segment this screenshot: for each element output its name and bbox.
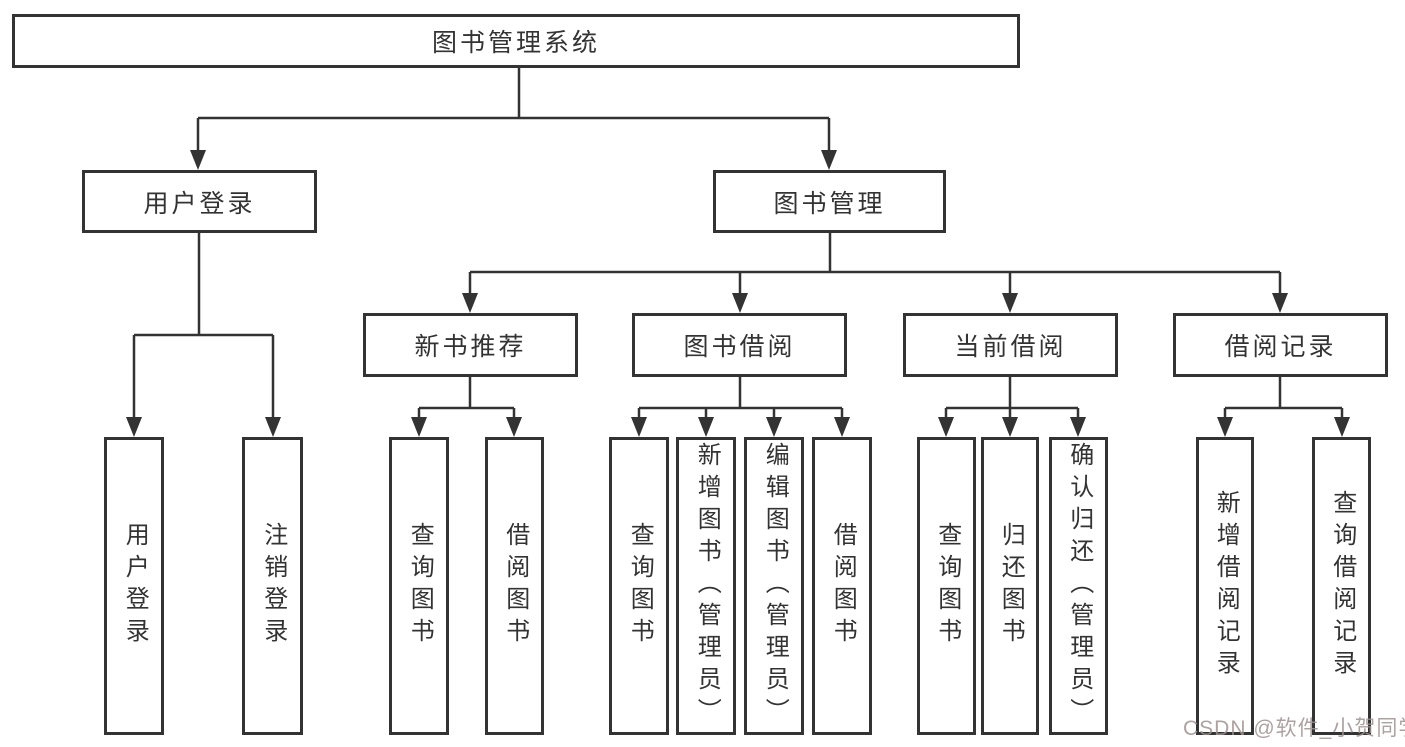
arrowhead <box>834 417 850 437</box>
node-label: 图书借阅 <box>683 333 796 361</box>
arrowhead <box>938 417 954 437</box>
node-label: 用户登录 <box>143 189 256 218</box>
arrowhead <box>821 150 837 170</box>
node-label: 查询图书 <box>933 522 961 650</box>
node-label: 新增图书（管理员） <box>693 442 721 730</box>
arrowhead <box>631 417 647 437</box>
arrowhead <box>698 417 714 437</box>
node-borrowing-records: 借阅记录 <box>1173 313 1388 377</box>
arrowhead <box>1272 293 1288 313</box>
leaf-borrow-books-recommend: 借阅图书 <box>485 437 544 735</box>
node-current-borrowing: 当前借阅 <box>903 313 1118 377</box>
node-label: 查询图书 <box>626 522 654 650</box>
node-label: 图书管理 <box>773 189 886 218</box>
node-label: 编辑图书（管理员） <box>761 442 789 730</box>
leaf-user-login: 用户登录 <box>104 437 164 735</box>
arrowhead <box>732 293 748 313</box>
arrowhead <box>265 417 281 437</box>
arrowhead <box>1002 417 1018 437</box>
node-label: 借阅图书 <box>829 522 857 650</box>
node-new-book-recommendation: 新书推荐 <box>363 313 578 377</box>
node-book-management: 图书管理 <box>713 170 946 233</box>
arrowhead <box>506 417 522 437</box>
node-label: 归还图书 <box>997 522 1025 650</box>
node-label: 借阅图书 <box>501 522 529 650</box>
node-label: 新书推荐 <box>414 333 527 361</box>
leaf-query-books-borrowing: 查询图书 <box>609 437 669 735</box>
arrowhead <box>1217 417 1233 437</box>
leaf-query-borrow-record: 查询借阅记录 <box>1312 437 1371 735</box>
node-book-borrowing: 图书借阅 <box>632 313 847 377</box>
arrowhead <box>1002 293 1018 313</box>
node-label: 确认归还（管理员） <box>1065 442 1093 730</box>
arrowhead <box>766 417 782 437</box>
node-label: 当前借阅 <box>954 333 1067 361</box>
leaf-borrow-books-borrowing: 借阅图书 <box>812 437 872 735</box>
node-label: 图书管理系统 <box>431 29 600 57</box>
leaf-query-books-current: 查询图书 <box>917 437 976 735</box>
leaf-return-books: 归还图书 <box>981 437 1039 735</box>
leaf-logout: 注销登录 <box>242 437 303 735</box>
node-label: 借阅记录 <box>1224 333 1337 361</box>
arrowhead <box>411 417 427 437</box>
arrowhead <box>126 417 142 437</box>
node-library-management-system: 图书管理系统 <box>12 14 1020 68</box>
watermark: CSDN @软件_小贺同学 <box>1183 717 1405 740</box>
arrowhead <box>190 150 206 170</box>
node-user-login: 用户登录 <box>82 170 317 233</box>
leaf-confirm-return-admin: 确认归还（管理员） <box>1049 437 1108 735</box>
arrowhead <box>1334 417 1350 437</box>
node-label: 查询图书 <box>406 522 434 650</box>
arrowhead <box>462 293 478 313</box>
node-label: 用户登录 <box>121 522 149 650</box>
node-label: 查询借阅记录 <box>1328 490 1356 682</box>
leaf-query-books-recommend: 查询图书 <box>389 437 449 735</box>
arrowhead <box>1070 417 1086 437</box>
leaf-add-borrow-record: 新增借阅记录 <box>1196 437 1254 735</box>
leaf-add-book-admin: 新增图书（管理员） <box>676 437 736 735</box>
leaf-edit-book-admin: 编辑图书（管理员） <box>744 437 804 735</box>
node-label: 新增借阅记录 <box>1212 490 1240 682</box>
node-label: 注销登录 <box>259 522 287 650</box>
